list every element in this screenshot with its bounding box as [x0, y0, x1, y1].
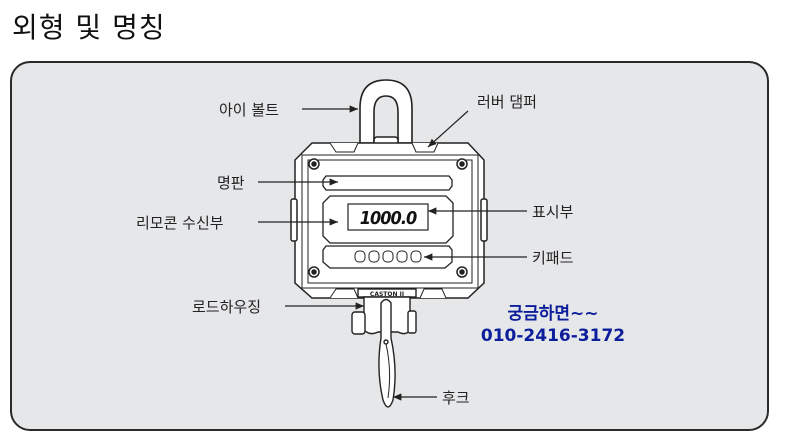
scale-body: [290, 142, 488, 299]
label-display: 표시부: [532, 203, 574, 221]
eye-bolt-icon: [359, 79, 413, 150]
housing-brand-text: CASTON II: [370, 291, 404, 298]
display-reading: 1000.0: [360, 208, 417, 229]
page-title: 외형 및 명칭: [12, 11, 166, 44]
contact-line-question: 궁금하면~~: [507, 304, 599, 324]
contact-info: 궁금하면~~ 010-2416-3172: [478, 303, 628, 347]
label-rubber-damper: 러버 댐퍼: [477, 93, 537, 111]
label-load-housing: 로드하우징: [192, 298, 262, 316]
load-housing: CASTON II: [351, 288, 417, 335]
label-eye-bolt: 아이 볼트: [219, 101, 279, 119]
label-remote-receiver: 리모콘 수신부: [136, 214, 224, 232]
label-hook: 후크: [442, 389, 470, 407]
contact-phone-number: 010-2416-3172: [480, 326, 626, 346]
label-keypad: 키패드: [532, 249, 574, 267]
rubber-damper-leader: [427, 110, 469, 148]
label-nameplate: 명판: [217, 174, 245, 192]
